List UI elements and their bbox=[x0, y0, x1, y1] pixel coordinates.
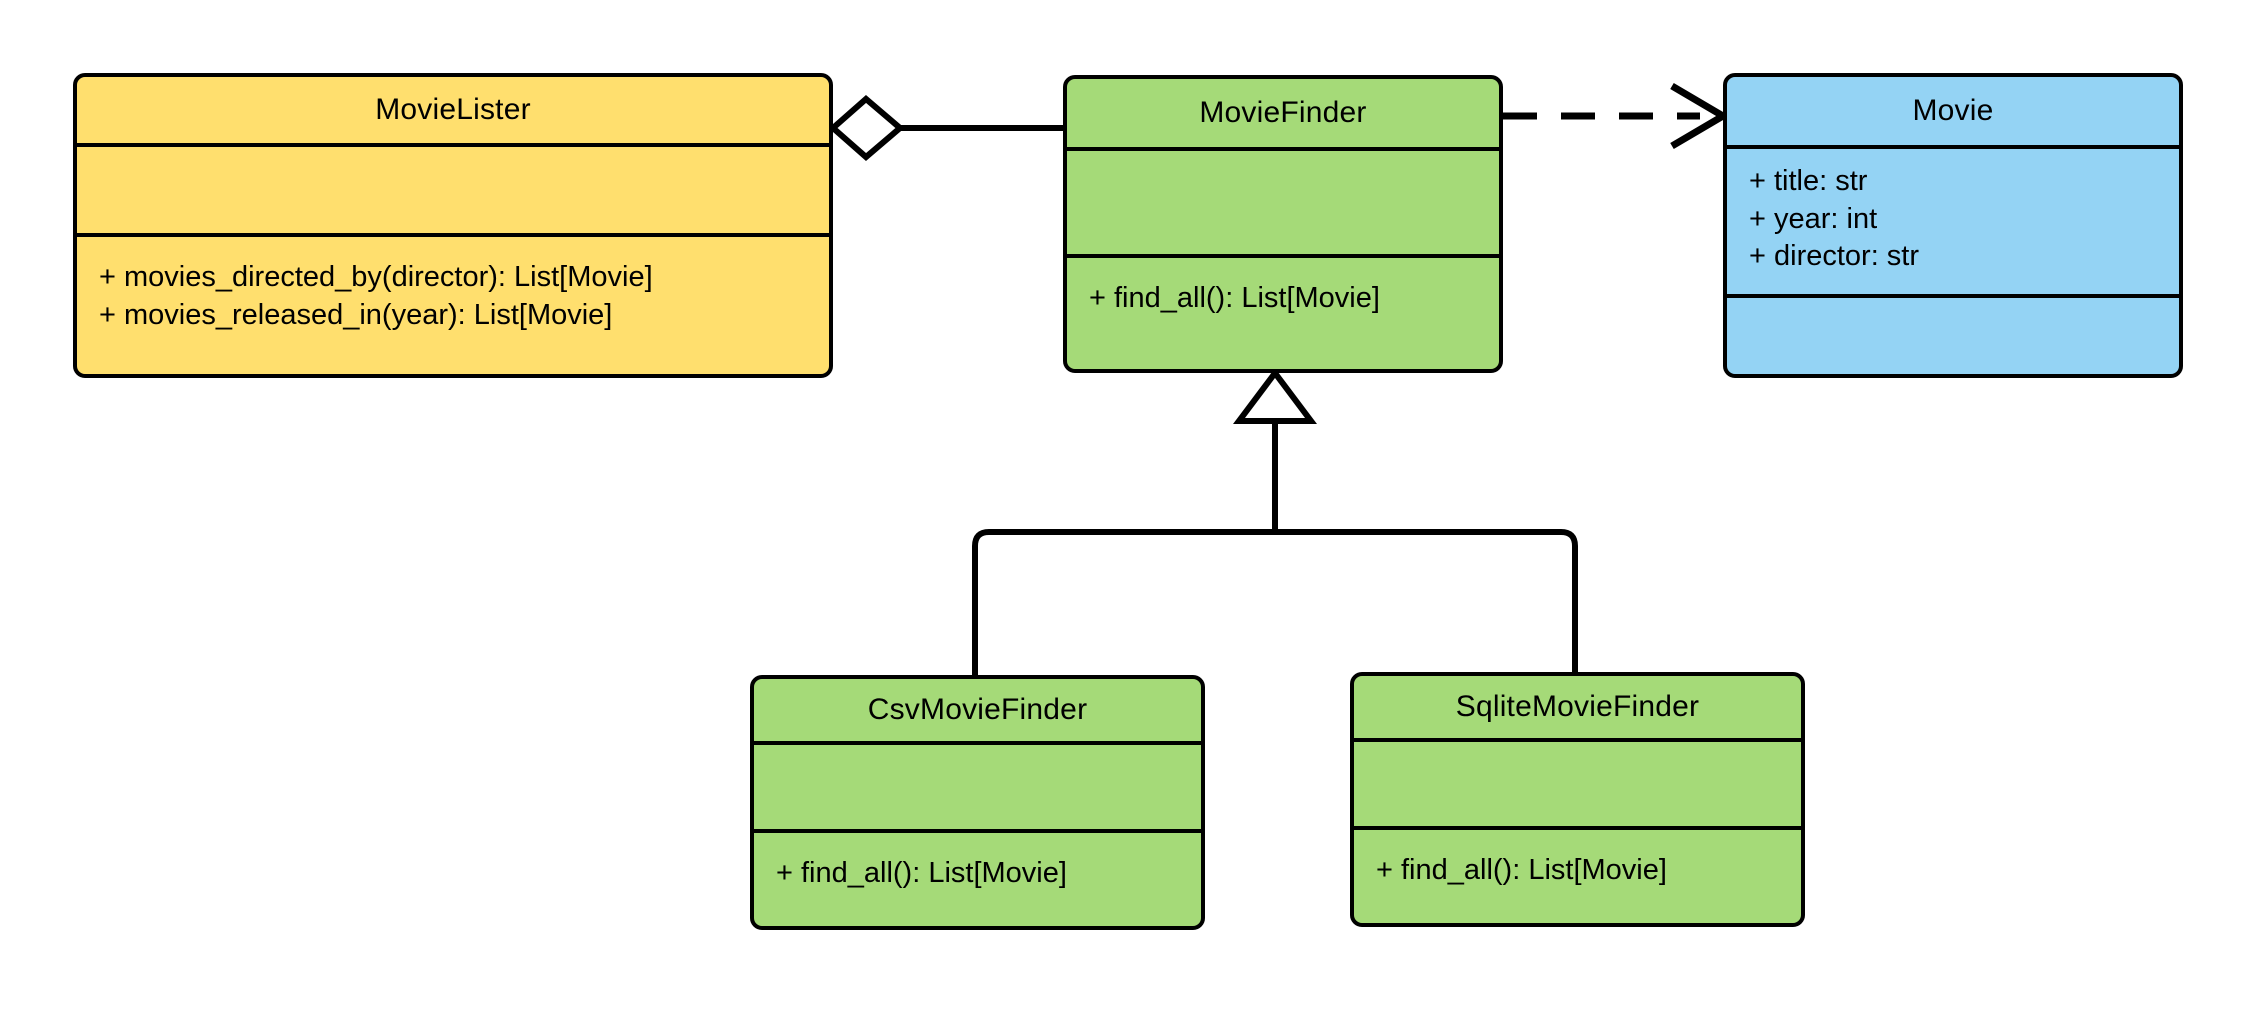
edge-generalization-subclasses-moviefinder bbox=[972, 368, 1578, 675]
class-name-movie-finder: MovieFinder bbox=[1199, 96, 1367, 129]
method-item: + find_all(): List[Movie] bbox=[776, 857, 1067, 889]
methods-compartment-movie-finder: + find_all(): List[Movie] bbox=[1067, 254, 1499, 369]
class-name-movie: Movie bbox=[1912, 94, 1994, 127]
method-item: + movies_directed_by(director): List[Mov… bbox=[99, 261, 653, 293]
attribute-item: + year: int bbox=[1749, 202, 1878, 235]
methods-compartment-movie bbox=[1727, 294, 2179, 374]
hollow-diamond-icon bbox=[828, 95, 905, 161]
class-name-sqlite-movie-finder: SqliteMovieFinder bbox=[1455, 690, 1700, 723]
method-item: + find_all(): List[Movie] bbox=[1376, 854, 1667, 886]
methods-compartment-csv-movie-finder: + find_all(): List[Movie] bbox=[754, 829, 1201, 926]
method-item: + find_all(): List[Movie] bbox=[1089, 282, 1380, 314]
class-box-sqlite-movie-finder[interactable]: SqliteMovieFinder + find_all(): List[Mov… bbox=[1350, 672, 1805, 927]
attribute-item: + title: str bbox=[1749, 165, 1868, 197]
attributes-compartment-movie: + title: str + year: int + director: str bbox=[1727, 145, 2179, 294]
attributes-compartment-sqlite-movie-finder bbox=[1354, 738, 1801, 826]
method-item: + movies_released_in(year): List[Movie] bbox=[99, 298, 613, 331]
attributes-compartment-movie-finder bbox=[1067, 147, 1499, 254]
edge-dependency-moviefinder-movie bbox=[1503, 82, 1730, 150]
generalization-bus-line bbox=[972, 529, 1578, 675]
class-name-csv-movie-finder: CsvMovieFinder bbox=[867, 693, 1088, 726]
class-box-movie[interactable]: Movie + title: str + year: int + directo… bbox=[1723, 73, 2183, 378]
hollow-triangle-icon bbox=[1233, 368, 1317, 424]
methods-compartment-movie-lister: + movies_directed_by(director): List[Mov… bbox=[77, 233, 829, 374]
class-box-csv-movie-finder[interactable]: CsvMovieFinder + find_all(): List[Movie] bbox=[750, 675, 1205, 930]
class-name-movie-lister: MovieLister bbox=[375, 93, 531, 126]
methods-compartment-sqlite-movie-finder: + find_all(): List[Movie] bbox=[1354, 826, 1801, 923]
attribute-item: + director: str bbox=[1749, 240, 1920, 273]
attributes-compartment-csv-movie-finder bbox=[754, 741, 1201, 829]
attributes-compartment-movie-lister bbox=[77, 143, 829, 233]
class-box-movie-finder[interactable]: MovieFinder + find_all(): List[Movie] bbox=[1063, 75, 1503, 373]
class-box-movie-lister[interactable]: MovieLister + movies_directed_by(directo… bbox=[73, 73, 833, 378]
edge-aggregation-movielister-moviefinder bbox=[828, 95, 1063, 161]
